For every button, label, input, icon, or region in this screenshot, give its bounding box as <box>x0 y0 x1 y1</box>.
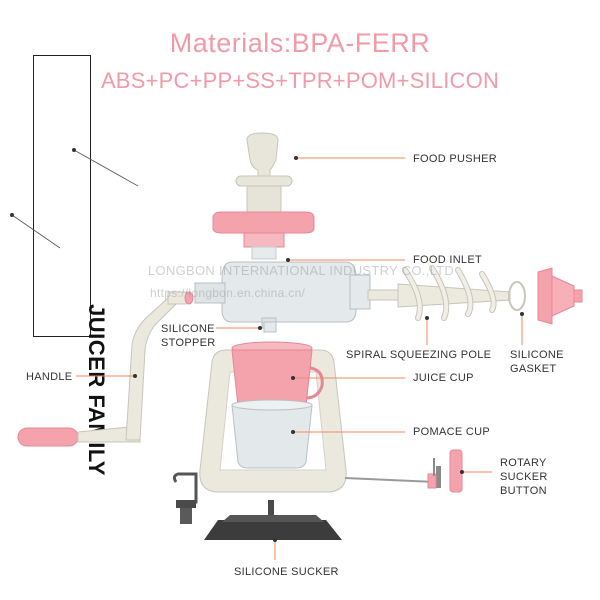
label-silicone-stopper-line2: STOPPER <box>161 337 216 349</box>
food-inlet-part <box>212 211 315 260</box>
handle-part <box>17 291 194 447</box>
watermark-site: https://longbon.en.china.cn/ <box>150 286 306 300</box>
rotary-sucker-button-part <box>344 449 463 493</box>
silicone-gasket-part <box>537 267 583 325</box>
label-rotary-line3: BUTTON <box>500 485 547 497</box>
watermark-company: LONGBON INTERNATIONAL INDUSTRY CO.,LTD <box>148 263 455 278</box>
decor-line-2 <box>11 214 61 249</box>
label-silicone-stopper-line1: SILICONE <box>161 323 215 335</box>
materials-list: ABS+PC+PP+SS+TPR+POM+SILICON <box>100 68 500 93</box>
label-food-pusher: FOOD PUSHER <box>413 153 497 165</box>
silicone-stopper-part <box>263 321 277 333</box>
label-silicone-sucker: SILICONE SUCKER <box>234 566 339 578</box>
spiral-pole-part <box>367 265 526 321</box>
label-silicone-gasket-line1: SILICONE <box>510 349 564 361</box>
label-rotary-line2: SUCKER <box>500 471 548 483</box>
decor-line-1 <box>73 149 139 187</box>
pomace-cup-part <box>231 399 313 469</box>
food-pusher-part <box>235 132 293 215</box>
materials-title: Materials:BPA-FERR <box>169 28 431 58</box>
label-handle: HANDLE <box>26 371 73 383</box>
label-spiral-pole: SPIRAL SQUEEZING POLE <box>346 349 492 361</box>
side-title-frame <box>33 55 91 337</box>
leader-lines <box>76 156 524 560</box>
label-food-inlet: FOOD INLET <box>413 254 483 266</box>
juice-cup-part <box>231 341 324 413</box>
label-juice-cup: JUICE CUP <box>413 372 474 384</box>
label-rotary-line1: ROTARY <box>500 457 547 469</box>
barrel-housing-part <box>194 261 371 329</box>
label-pomace-cup: POMACE CUP <box>413 426 490 438</box>
label-silicone-gasket-line2: GASKET <box>510 363 557 375</box>
decor-dot-2 <box>10 213 14 217</box>
decor-dot-1 <box>72 148 76 152</box>
silicone-sucker-part <box>172 472 342 540</box>
